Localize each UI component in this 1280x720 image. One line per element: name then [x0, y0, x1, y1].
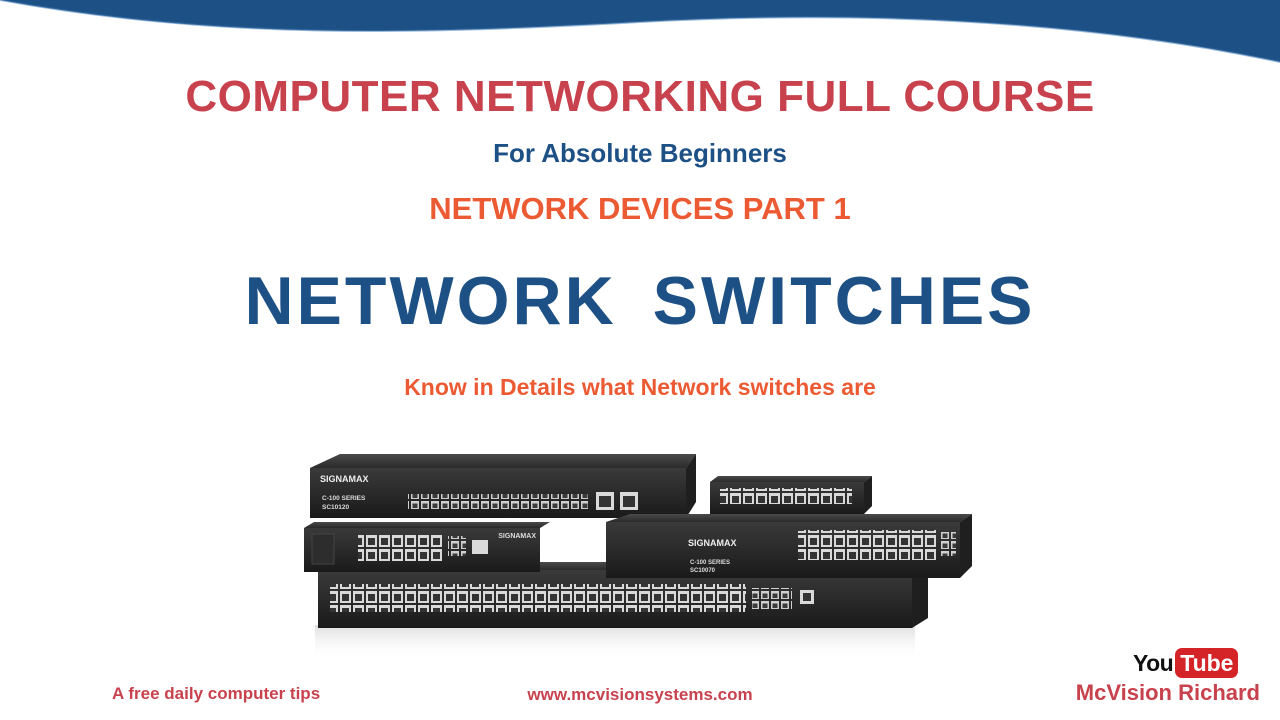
youtube-logo-you: You: [1133, 649, 1174, 676]
tagline: Know in Details what Network switches ar…: [404, 374, 876, 400]
course-title: COMPUTER NETWORKING FULL COURSE: [185, 72, 1095, 121]
top-wave-banner: [0, 0, 1280, 63]
course-subtitle: For Absolute Beginners: [493, 138, 787, 168]
middle-left-switch: SIGNAMAX: [304, 522, 550, 572]
brand-label-top-left: SIGNAMAX: [320, 474, 369, 484]
top-left-switch: SIGNAMAX C-100 SERIES SC10120: [310, 454, 696, 518]
youtube-logo-tube: Tube: [1175, 648, 1239, 678]
series-label-middle-right: C-100 SERIES: [690, 560, 730, 566]
model-label-top-left: SC10120: [322, 504, 349, 511]
website-link[interactable]: www.mcvisionsystems.com: [527, 685, 753, 704]
brand-label-middle-left: SIGNAMAX: [498, 533, 536, 540]
youtube-logo: You Tube: [1133, 648, 1239, 678]
model-label-middle-right: SC10070: [690, 568, 716, 574]
main-heading: NETWORK SWITCHES: [244, 263, 1036, 339]
part-heading: NETWORK DEVICES PART 1: [429, 191, 851, 226]
channel-name: McVision Richard: [1075, 680, 1260, 705]
small-top-right-switch: [710, 476, 872, 514]
series-label-top-left: C-100 SERIES: [322, 495, 366, 502]
bottom-48-port-switch: [318, 562, 928, 628]
brand-label-middle-right: SIGNAMAX: [688, 538, 737, 548]
network-switches-illustration: SIGNAMAX SIGNAMAX C-100 SERIES SC10120 S…: [304, 454, 972, 660]
footer-tagline: A free daily computer tips: [112, 684, 321, 703]
middle-right-switch: SIGNAMAX C-100 SERIES SC10070: [606, 514, 972, 578]
